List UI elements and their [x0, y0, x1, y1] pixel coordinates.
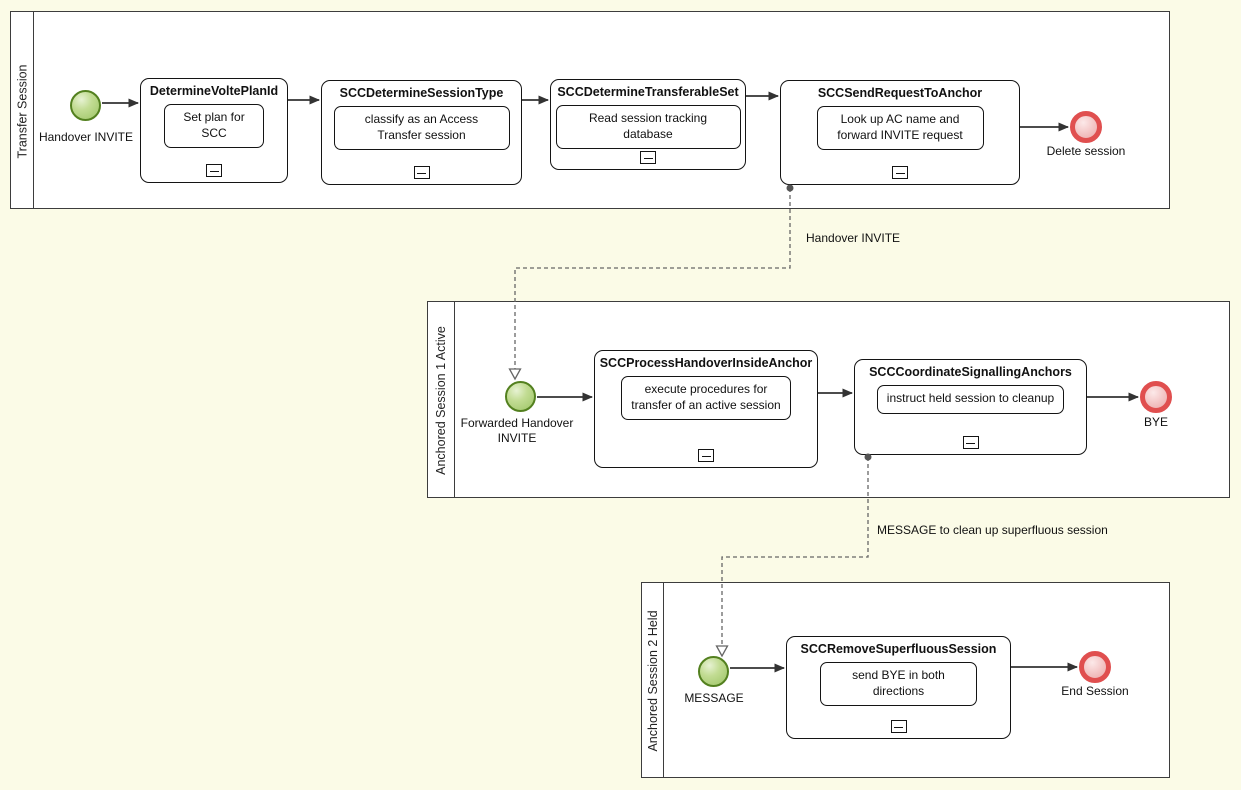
end-event-bye[interactable]	[1140, 381, 1172, 413]
task-title: DetermineVoltePlanId	[149, 84, 279, 98]
task-scc-send-request-to-anchor[interactable]: SCCSendRequestToAnchor Look up AC name a…	[780, 80, 1020, 185]
task-title: SCCRemoveSuperfluousSession	[800, 642, 997, 656]
task-title: SCCProcessHandoverInsideAnchor	[599, 356, 813, 370]
lane-label-transfer-session: Transfer Session	[15, 63, 29, 159]
task-scc-determine-session-type[interactable]: SCCDetermineSessionType classify as an A…	[321, 80, 522, 185]
task-scc-coordinate-signalling-anchors[interactable]: SCCCoordinateSignallingAnchors instruct …	[854, 359, 1087, 455]
collapse-marker-icon[interactable]	[892, 166, 908, 179]
task-annotation: classify as an Access Transfer session	[333, 106, 510, 151]
task-annotation: Look up AC name and forward INVITE reque…	[816, 106, 984, 151]
task-scc-remove-superfluous-session[interactable]: SCCRemoveSuperfluousSession send BYE in …	[786, 636, 1011, 739]
start-event-forwarded-handover-invite[interactable]	[505, 381, 536, 412]
collapse-marker-icon[interactable]	[890, 720, 907, 733]
task-determine-volte-plan-id[interactable]: DetermineVoltePlanId Set plan for SCC	[140, 78, 288, 183]
task-title: SCCSendRequestToAnchor	[817, 86, 983, 100]
collapse-marker-icon[interactable]	[206, 164, 222, 177]
end-event-end-session[interactable]	[1079, 651, 1111, 683]
task-annotation: send BYE in both directions	[820, 662, 977, 707]
event-label: End Session	[1061, 684, 1129, 698]
task-title: SCCDetermineSessionType	[339, 86, 504, 100]
lane-title-strip	[642, 583, 664, 777]
event-label: Handover INVITE	[38, 130, 134, 144]
message-flow-label: MESSAGE to clean up superfluous session	[877, 523, 1108, 537]
task-scc-process-handover-inside-anchor[interactable]: SCCProcessHandoverInsideAnchor execute p…	[594, 350, 818, 468]
start-event-handover-invite[interactable]	[70, 90, 101, 121]
event-label: Forwarded Handover INVITE	[460, 416, 574, 445]
collapse-marker-icon[interactable]	[962, 436, 979, 449]
end-event-delete-session[interactable]	[1070, 111, 1102, 143]
message-flow-label: Handover INVITE	[806, 231, 901, 245]
collapse-marker-icon[interactable]	[413, 166, 430, 179]
task-annotation: instruct held session to cleanup	[877, 385, 1064, 414]
task-scc-determine-transferable-set[interactable]: SCCDetermineTransferableSet Read session…	[550, 79, 746, 170]
lane-title-strip	[11, 12, 34, 208]
collapse-marker-icon[interactable]	[698, 449, 714, 462]
task-annotation: Read session tracking database	[555, 105, 741, 150]
task-annotation: Set plan for SCC	[164, 104, 264, 149]
task-title: SCCDetermineTransferableSet	[557, 85, 739, 99]
event-label: MESSAGE	[684, 691, 744, 705]
lane-anchored-session-1-active[interactable]: Anchored Session 1 Active	[427, 301, 1230, 498]
event-label: Delete session	[1046, 144, 1126, 158]
lane-title-strip	[428, 302, 455, 497]
lane-label-anchored-session-2-held: Anchored Session 2 Held	[646, 610, 660, 752]
event-label: BYE	[1143, 415, 1168, 429]
collapse-marker-icon[interactable]	[640, 151, 656, 164]
task-title: SCCCoordinateSignallingAnchors	[869, 365, 1072, 379]
start-event-message[interactable]	[698, 656, 729, 687]
lane-label-anchored-session-1-active: Anchored Session 1 Active	[434, 326, 448, 475]
task-annotation: execute procedures for transfer of an ac…	[621, 376, 791, 421]
